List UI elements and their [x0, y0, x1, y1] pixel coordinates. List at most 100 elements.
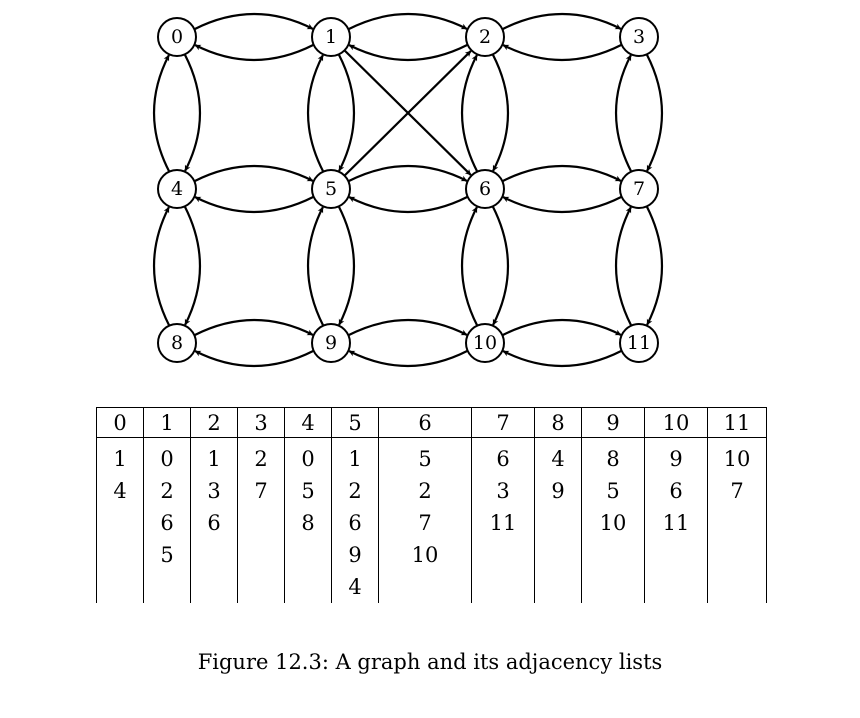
list-item: 6	[496, 447, 510, 471]
list-item: 9	[348, 543, 362, 567]
table-header-cell: 3	[237, 407, 285, 438]
node-label: 7	[633, 178, 645, 200]
node-label: 6	[479, 178, 491, 200]
list-item: 7	[254, 479, 268, 503]
graph-diagram: 0 1 2 3 4 5 6 7 8 9 10 11	[152, 12, 664, 368]
graph-node-5: 5	[311, 169, 351, 209]
edge-0-to-4	[183, 53, 202, 172]
edge-0-to-1	[193, 12, 314, 31]
edge-8-to-4	[152, 206, 171, 327]
table-header-cell: 4	[284, 407, 332, 438]
graph-node-11: 11	[619, 323, 659, 363]
node-circle	[157, 323, 197, 363]
edge-2-to-3	[501, 12, 622, 31]
list-item: 2	[418, 479, 432, 503]
edge-6-to-2	[460, 54, 479, 173]
list-item: 6	[207, 511, 221, 535]
table-header-cell: 11	[707, 407, 767, 438]
list-item: 11	[489, 511, 517, 535]
graph-node-0: 0	[157, 17, 197, 57]
edge-7-to-6	[502, 195, 623, 214]
list-item: 2	[254, 447, 268, 471]
node-label: 8	[171, 332, 183, 354]
node-circle	[311, 323, 351, 363]
node-label: 4	[171, 178, 183, 200]
table-header-cell: 9	[581, 407, 645, 438]
list-item: 1	[207, 447, 221, 471]
node-circle	[311, 169, 351, 209]
list-item: 10	[599, 511, 627, 535]
node-label: 0	[171, 26, 183, 48]
node-circle	[465, 17, 505, 57]
table-list-cell: 6 3 11	[471, 437, 535, 603]
node-label: 5	[325, 178, 337, 200]
edge-2-to-1	[348, 43, 469, 62]
node-circle	[157, 17, 197, 57]
list-item: 7	[730, 479, 744, 503]
table-header-cell: 6	[378, 407, 472, 438]
edge-5-to-6	[347, 164, 468, 183]
table-list-cell: 9 6 11	[644, 437, 708, 603]
list-item: 6	[160, 511, 174, 535]
edge-10-to-6	[460, 206, 479, 327]
list-item: 8	[606, 447, 620, 471]
graph-node-3: 3	[619, 17, 659, 57]
list-item: 4	[113, 479, 127, 503]
list-item: 11	[662, 511, 690, 535]
edge-8-to-9	[193, 318, 314, 337]
edge-6-to-5	[348, 195, 469, 214]
edge-5-to-1	[306, 54, 325, 173]
edge-5-to-9	[337, 205, 356, 326]
node-label: 2	[479, 26, 491, 48]
node-label: 1	[325, 26, 337, 48]
edge-10-to-11	[501, 318, 622, 337]
list-item: 10	[411, 543, 439, 567]
edge-7-to-3	[614, 54, 633, 173]
graph-node-6: 6	[465, 169, 505, 209]
table-header-cell: 10	[644, 407, 708, 438]
node-circle	[619, 323, 659, 363]
edge-7-to-11	[645, 205, 664, 326]
edge-5-to-4	[194, 195, 315, 214]
list-item: 2	[348, 479, 362, 503]
node-label: 10	[473, 332, 497, 354]
graph-node-7: 7	[619, 169, 659, 209]
table-header-cell: 8	[534, 407, 582, 438]
list-item: 1	[113, 447, 127, 471]
list-item: 1	[348, 447, 362, 471]
edge-11-to-7	[614, 206, 633, 327]
list-item: 2	[160, 479, 174, 503]
list-item: 6	[669, 479, 683, 503]
edge-1-to-2	[347, 12, 468, 31]
table-list-cell: 0 5 8	[284, 437, 332, 603]
list-item: 9	[669, 447, 683, 471]
graph-node-9: 9	[311, 323, 351, 363]
edge-9-to-10	[347, 318, 468, 337]
list-item: 8	[301, 511, 315, 535]
table-header-cell: 1	[143, 407, 191, 438]
list-item: 4	[348, 575, 362, 599]
graph-node-4: 4	[157, 169, 197, 209]
node-circle	[465, 323, 505, 363]
edge-6-to-7	[501, 164, 622, 183]
edge-9-to-5	[306, 206, 325, 327]
list-item: 3	[496, 479, 510, 503]
list-item: 0	[301, 447, 315, 471]
list-item: 5	[418, 447, 432, 471]
graph-node-2: 2	[465, 17, 505, 57]
graph-node-1: 1	[311, 17, 351, 57]
edge-3-to-2	[502, 43, 623, 62]
edge-6-to-10	[491, 205, 510, 326]
list-item: 5	[301, 479, 315, 503]
graph-node-10: 10	[465, 323, 505, 363]
node-label: 11	[627, 332, 651, 354]
